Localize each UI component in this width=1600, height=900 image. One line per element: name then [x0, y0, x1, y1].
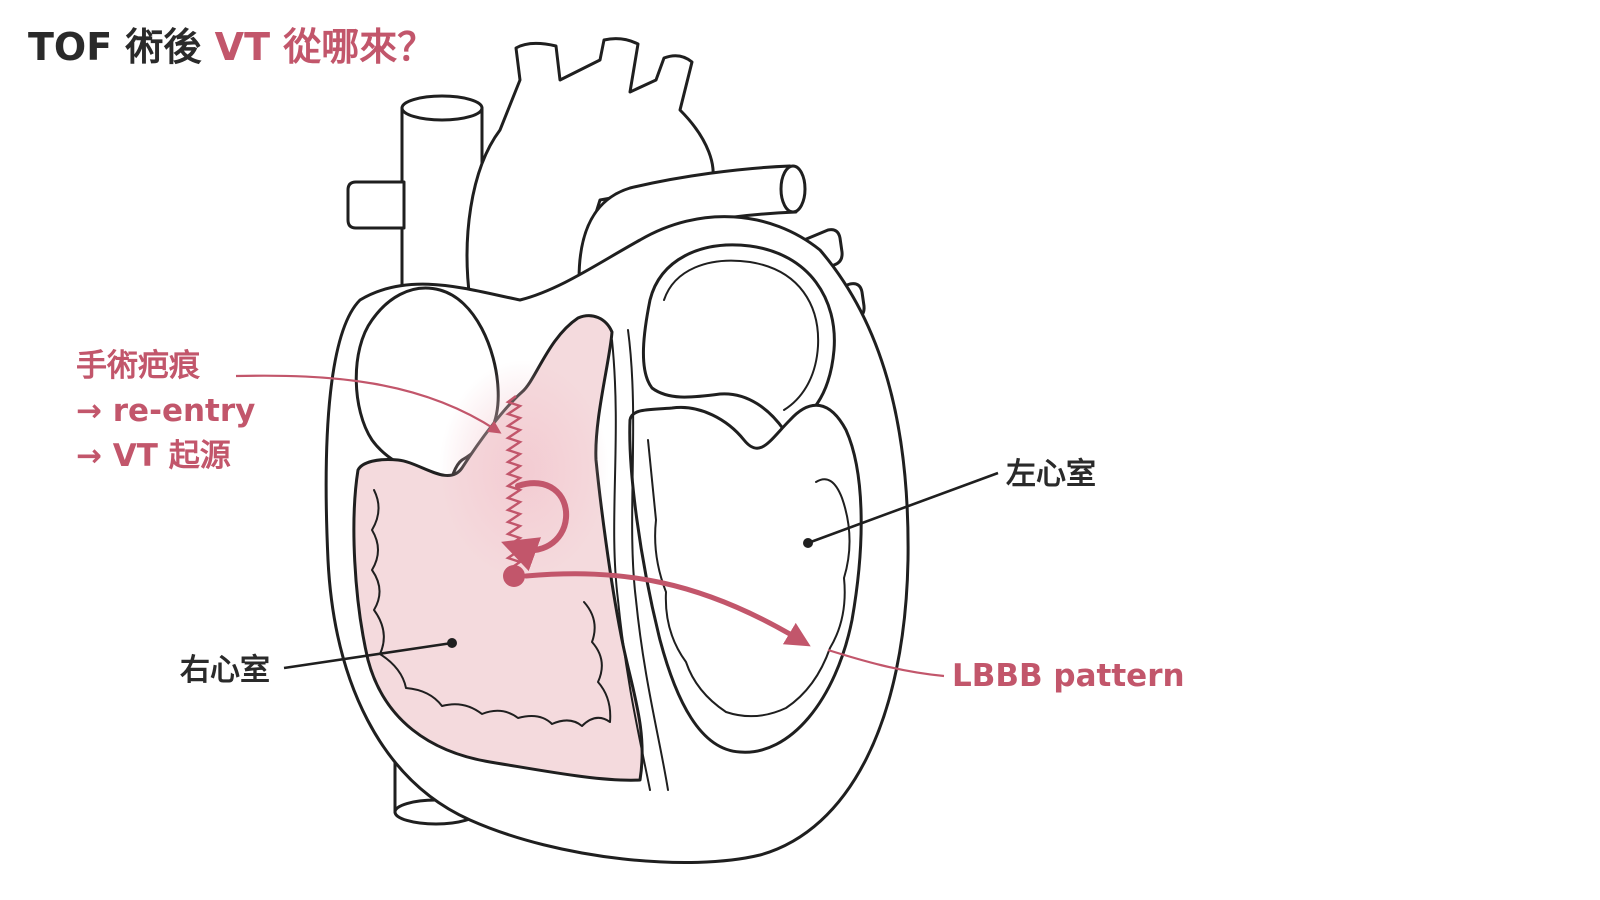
left-atrium-inner: [663, 259, 820, 411]
scar-leader-line: [235, 374, 502, 434]
lbbb-label: LBBB pattern: [952, 658, 1185, 694]
septum-line-2: [627, 329, 669, 791]
rv-leader-line: [283, 641, 453, 670]
interventricular-septum: [611, 339, 651, 791]
vt-origin-dot: [503, 565, 525, 587]
page-title: TOF 術後 VT 從哪來？: [28, 25, 435, 69]
scar-label-line1: 手術疤痕: [76, 348, 201, 384]
svc-opening: [400, 94, 484, 122]
title-prefix: TOF 術後: [28, 25, 215, 69]
lv-trabeculation: [647, 439, 851, 718]
rv-trabeculation: [371, 489, 612, 727]
title-highlight: VT 從哪來？: [215, 25, 436, 69]
propagation-arrow: [523, 571, 811, 647]
lv-leader-line: [807, 471, 999, 545]
rv-leader-dot: [447, 638, 457, 648]
scar-label-line3: → VT 起源: [76, 438, 231, 474]
pulmonary-artery-opening: [779, 164, 807, 214]
vessel-branch-left: [346, 180, 406, 230]
right-ventricle-label: 右心室: [180, 653, 270, 688]
lv-leader-dot: [803, 538, 813, 548]
lbbb-leader-line: [827, 648, 945, 678]
aortic-arch: [465, 37, 715, 302]
reentry-loop-arrow: [501, 480, 570, 572]
pulmonary-artery: [577, 164, 807, 302]
scar-label-line2: → re-entry: [76, 393, 255, 429]
left-ventricle-label: 左心室: [1006, 457, 1096, 492]
